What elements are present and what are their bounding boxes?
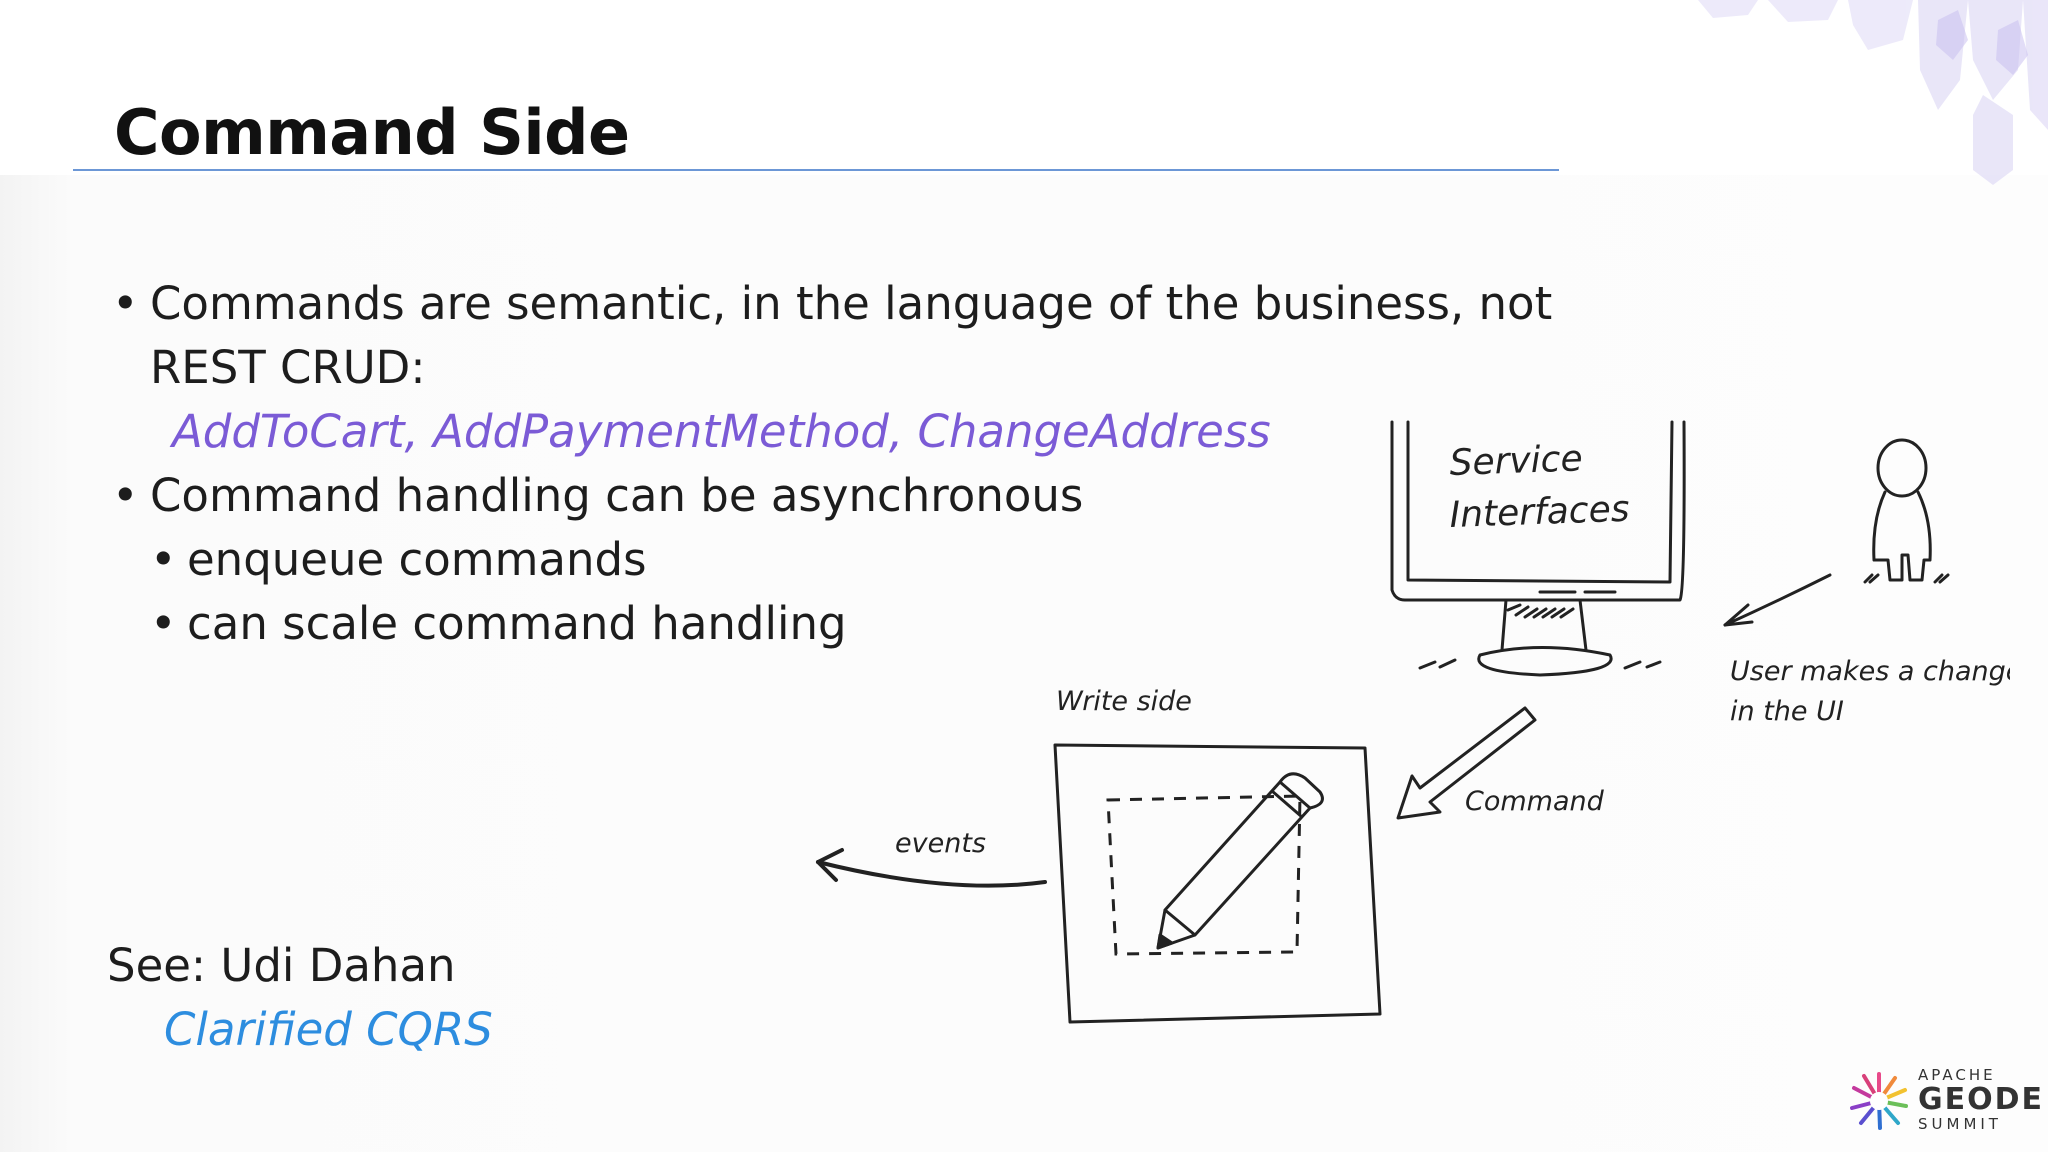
bullet-dot: •	[150, 533, 177, 586]
pencil-icon	[1156, 772, 1324, 950]
monitor-text-interfaces: Interfaces	[1449, 489, 1630, 536]
user-figure	[1863, 438, 1950, 584]
write-side-label: Write side	[1056, 686, 1192, 717]
geode-burst-icon	[1850, 1072, 1908, 1130]
bullet-item: • Commands are semantic, in the language…	[112, 272, 1552, 336]
bullet-list: • Commands are semantic, in the language…	[112, 272, 1552, 656]
bullet-text: REST CRUD:	[150, 341, 426, 394]
user-caption-line2: in the UI	[1730, 696, 1844, 727]
slide-title: Command Side	[114, 96, 630, 169]
reference-link[interactable]: Clarified CQRS	[164, 1003, 493, 1056]
crystal-decoration	[1698, 0, 2048, 185]
sub-bullet-text: can scale command handling	[187, 597, 847, 650]
bullet-dot: •	[112, 469, 139, 522]
events-label: events	[895, 828, 986, 859]
apache-geode-summit-logo: APACHE GEODE SUMMIT	[1848, 1068, 2048, 1152]
bullet-text: Commands are semantic, in the language o…	[150, 277, 1553, 330]
bullet-text: Command handling can be asynchronous	[150, 469, 1084, 522]
command-examples: AddToCart, AddPaymentMethod, ChangeAddre…	[112, 400, 1532, 464]
monitor-illustration	[1390, 420, 1686, 677]
logo-geode: GEODE	[1918, 1082, 2045, 1117]
bullet-continuation: REST CRUD:	[112, 336, 1532, 400]
title-band	[0, 0, 2048, 175]
dashed-inner-box	[1106, 794, 1302, 956]
write-side-diagram: Service Interfaces User makes a change i…	[816, 420, 2010, 1024]
command-arrow	[1396, 706, 1537, 820]
examples-text: AddToCart, AddPaymentMethod, ChangeAddre…	[172, 405, 1271, 458]
bullet-dot: •	[112, 277, 139, 330]
logo-apache: APACHE	[1918, 1066, 1996, 1084]
reference-see: See: Udi Dahan	[107, 939, 456, 992]
sub-bullet-text: enqueue commands	[187, 533, 647, 586]
events-arrow	[816, 848, 1047, 888]
command-label: Command	[1465, 786, 1605, 817]
logo-summit: SUMMIT	[1918, 1115, 2002, 1133]
logo-text: APACHE GEODE SUMMIT	[1918, 1068, 2044, 1132]
bullet-item: • Command handling can be asynchronous	[112, 464, 1532, 528]
bullet-dot: •	[150, 597, 177, 650]
sub-bullet-item: • can scale command handling	[112, 592, 1532, 656]
user-arrow	[1723, 573, 1832, 627]
sub-bullet-item: • enqueue commands	[112, 528, 1532, 592]
title-underline	[73, 169, 1559, 171]
user-caption-line1: User makes a change	[1730, 656, 2010, 687]
write-side-box	[1053, 743, 1382, 1024]
monitor-text-service: Service	[1449, 438, 1583, 484]
